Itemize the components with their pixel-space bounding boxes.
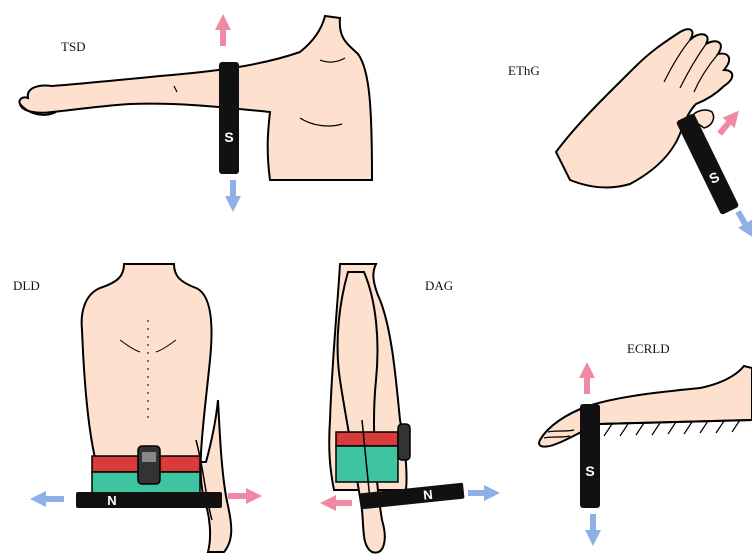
- ecrld-arrow-up: [579, 362, 595, 394]
- dag-sensor: [398, 424, 410, 460]
- ecrld-strap: [580, 404, 600, 508]
- tsd-arrow-up: [215, 14, 231, 46]
- dag-belt-red: [336, 432, 398, 446]
- tsd-strap: [219, 62, 239, 174]
- ethg-arrow-up: [713, 106, 745, 139]
- ethg-arrow-down: [731, 208, 752, 242]
- dld-arrow-right: [228, 488, 262, 504]
- panel-dag: N: [320, 264, 500, 553]
- tsd-arrow-down: [225, 180, 241, 212]
- ethg-strap: [676, 113, 740, 215]
- dld-strap-mark: N: [107, 493, 116, 508]
- panel-ecrld: S: [539, 362, 752, 546]
- dld-arrow-left: [30, 491, 64, 507]
- dld-strap: [76, 492, 222, 508]
- label-dag: DAG: [425, 279, 453, 292]
- label-dld: DLD: [13, 279, 40, 292]
- panel-dld: N: [30, 264, 262, 552]
- ecrld-forearm: [539, 366, 752, 447]
- dag-arrow-right: [468, 485, 500, 501]
- ecrld-strap-mark: S: [585, 463, 594, 479]
- dag-strap-mark: N: [423, 487, 434, 503]
- dld-sensor: [138, 446, 160, 484]
- tsd-strap-mark: S: [224, 129, 233, 145]
- label-tsd: TSD: [61, 40, 86, 53]
- label-ethg: EThG: [508, 64, 540, 77]
- panel-ethg: S: [556, 29, 752, 241]
- ecrld-arrow-down: [585, 514, 601, 546]
- label-ecrld: ECRLD: [627, 342, 670, 355]
- dag-arrow-left: [320, 495, 352, 511]
